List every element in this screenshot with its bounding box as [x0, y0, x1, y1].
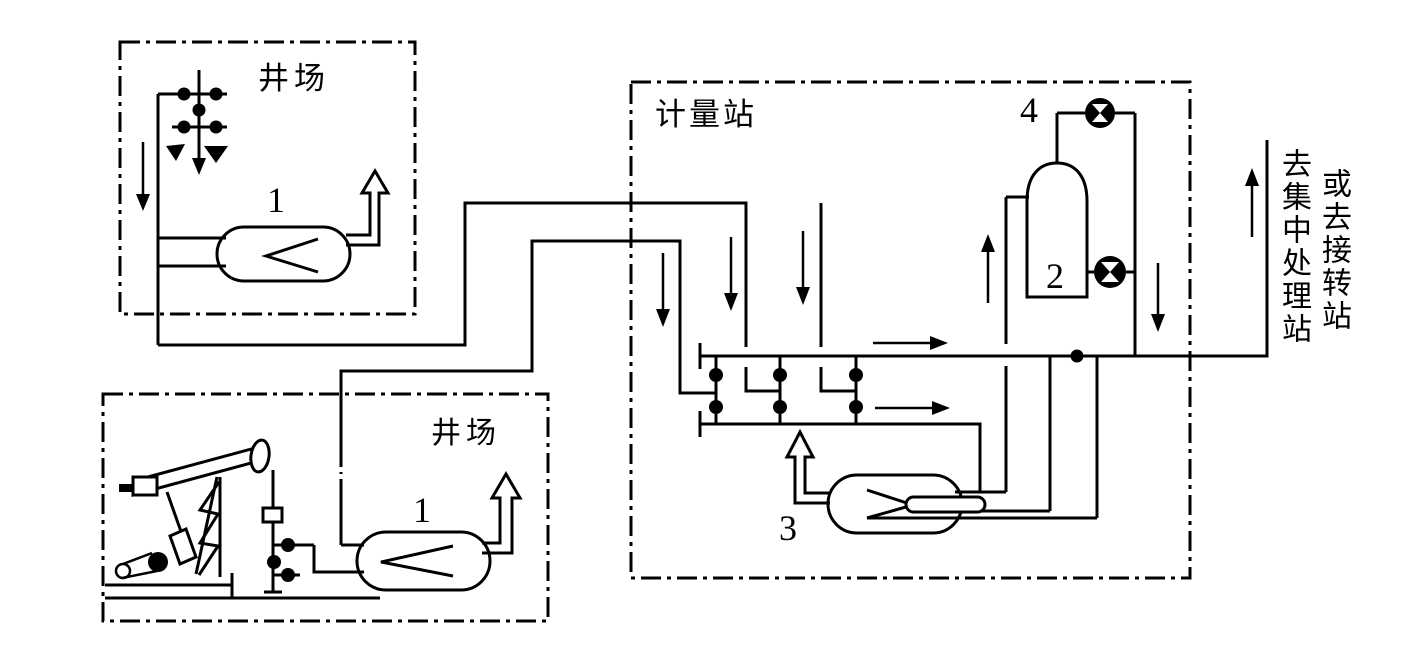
valve-4-icon	[1085, 98, 1115, 128]
pumpjack-icon	[105, 438, 380, 600]
metering-separator-3-number: 3	[779, 508, 797, 548]
destination-label-line1: 去集中处理站	[1277, 148, 1310, 346]
wellhead-tree-icon	[158, 70, 228, 175]
separator-1-top-number: 1	[267, 180, 285, 220]
gas-meter-2-piping	[1055, 111, 1137, 356]
well-site-top-piping	[156, 94, 226, 345]
wellhead-bottom-icon	[261, 470, 364, 594]
separator-1-bottom-vessel	[355, 530, 492, 592]
pipeline-well1-to-station	[158, 201, 780, 393]
separator-1-top-vessel	[215, 225, 352, 283]
flow-arrows	[136, 142, 1259, 415]
destination-label-line2: 或去接转站	[1317, 168, 1350, 333]
well-site-top-box	[118, 40, 417, 316]
gas-meter-2-number: 2	[1046, 256, 1064, 296]
well-site-bottom-label: 井场	[431, 417, 501, 450]
well-site-top-label: 井场	[258, 61, 330, 96]
valve-side-icon	[1094, 256, 1126, 288]
separator-3-outlet-tube	[904, 495, 987, 514]
gas-vent-arrow-metering-separator	[784, 428, 830, 505]
header-junction-dot	[1070, 349, 1084, 363]
gas-vent-arrow-top-separator	[346, 168, 391, 247]
valve-4-number: 4	[1020, 90, 1038, 130]
metering-station-box	[629, 80, 1192, 580]
pipeline-well3-inlet	[819, 203, 856, 393]
gas-meter-2-vessel	[1025, 161, 1089, 299]
gas-vent-arrow-bottom-separator	[482, 471, 523, 555]
metering-manifold	[698, 140, 1269, 491]
separator-1-bottom-number: 1	[413, 490, 431, 530]
metering-station-label: 计量站	[655, 97, 757, 132]
well-site-bottom-box	[101, 392, 550, 623]
pipeline-well2-to-station	[339, 239, 716, 547]
